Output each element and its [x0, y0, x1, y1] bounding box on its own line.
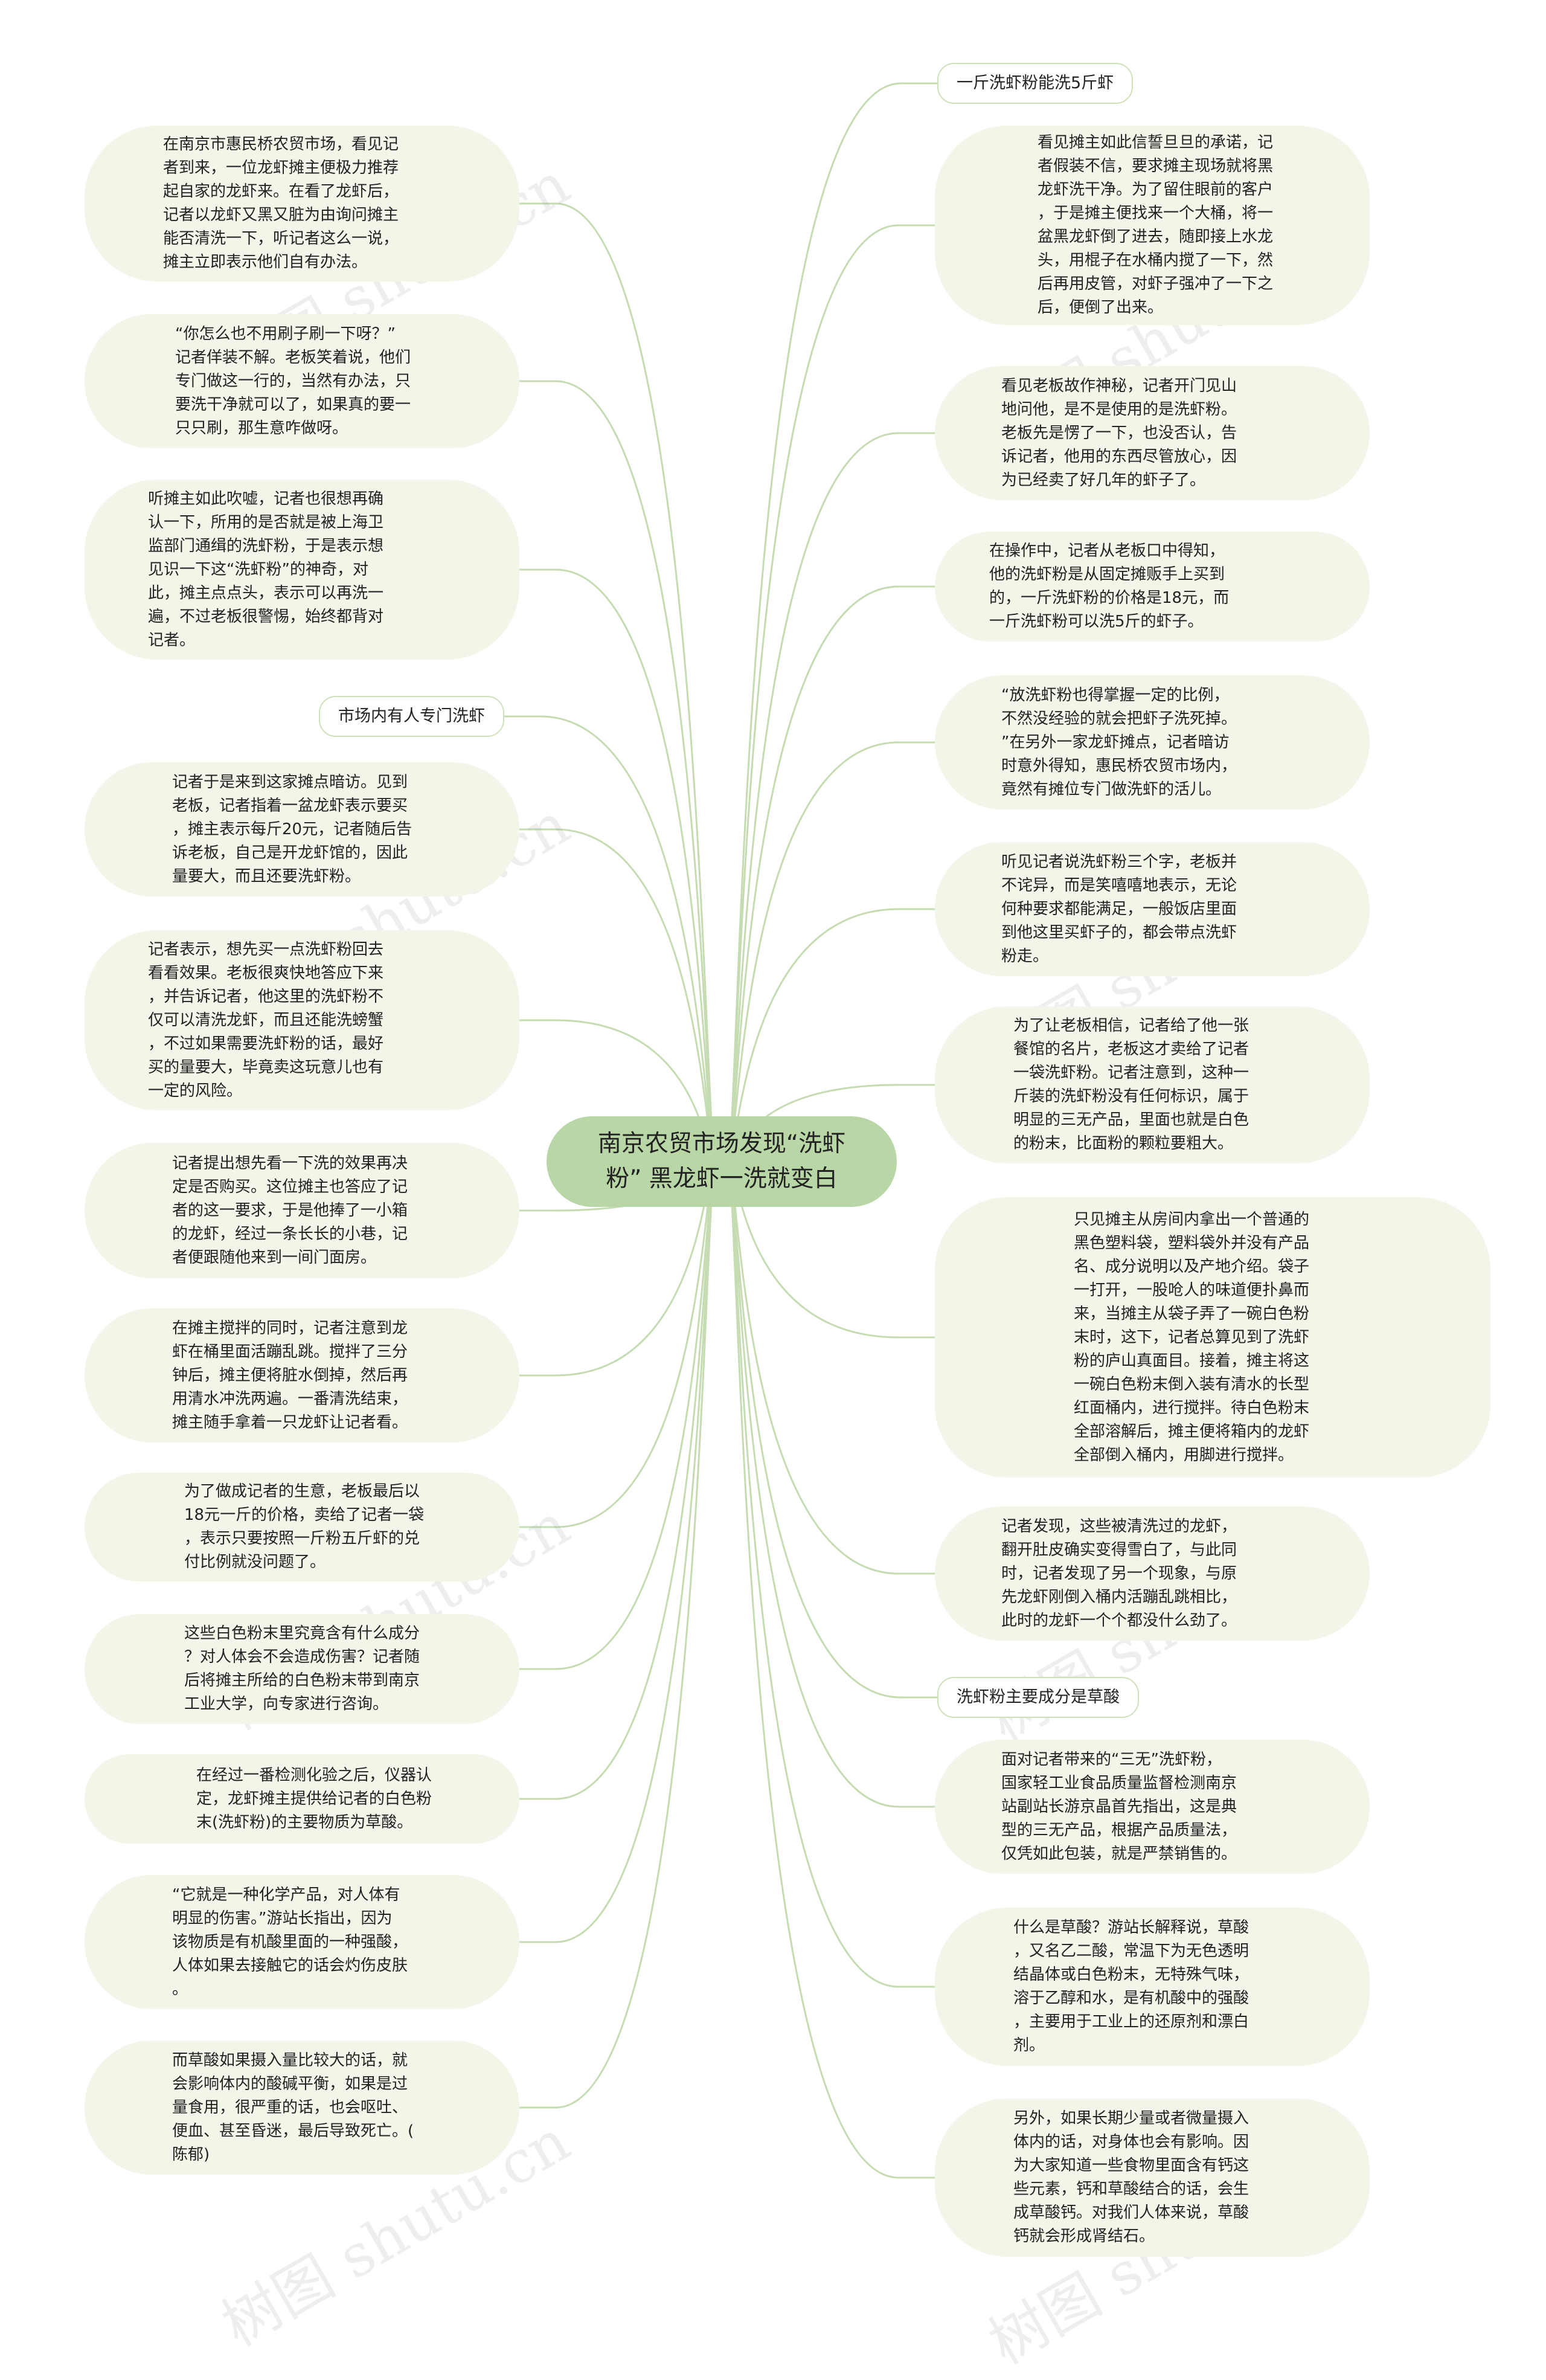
topic-node-right-6[interactable]: 为了让老板相信，记者给了他一张 餐馆的名片，老板这才卖给了记者 一袋洗虾粉。记者…: [935, 1006, 1370, 1163]
connector-line: [726, 82, 937, 1163]
connector-line: [726, 585, 935, 1163]
connector-line: [519, 828, 717, 1163]
connector-line: [519, 202, 717, 1163]
root-topic[interactable]: 南京农贸市场发现“洗虾 粉” 黑龙虾一洗就变白: [547, 1116, 897, 1207]
topic-node-left-11[interactable]: “它就是一种化学产品，对人体有 明显的伤害。”游站长指出，因为 该物质是有机酸里…: [85, 1875, 519, 2009]
connector-line: [726, 1160, 935, 1808]
topic-node-right-5[interactable]: 听见记者说洗虾粉三个字，老板并 不诧异，而是笑嘻嘻地表示，无论 何种要求都能满足…: [935, 842, 1370, 976]
label-oxalic-acid[interactable]: 洗虾粉主要成分是草酸: [937, 1677, 1139, 1718]
topic-node-left-3[interactable]: 听摊主如此吹嘘，记者也很想再确 认一下，所用的是否就是被上海卫 监部门通缉的洗虾…: [85, 480, 519, 660]
topic-node-left-1[interactable]: 在南京市惠民桥农贸市场，看见记 者到来，一位龙虾摊主便极力推荐 起自家的龙虾来。…: [85, 126, 519, 281]
topic-node-right-10[interactable]: 什么是草酸？游站长解释说，草酸 ，又名乙二酸，常温下为无色透明 结晶体或白色粉末…: [935, 1908, 1370, 2066]
topic-node-right-4[interactable]: “放洗虾粉也得掌握一定的比例， 不然没经验的就会把虾子洗死掉。 ”在另外一家龙虾…: [935, 675, 1370, 809]
topic-node-right-7[interactable]: 只见摊主从房间内拿出一个普通的 黑色塑料袋，塑料袋外并没有产品 名、成分说明以及…: [935, 1197, 1490, 1478]
connector-line: [726, 224, 935, 1163]
topic-node-left-5[interactable]: 记者表示，想先买一点洗虾粉回去 看看效果。老板很爽快地答应下来 ，并告诉记者，他…: [85, 930, 519, 1110]
label-wash-ratio[interactable]: 一斤洗虾粉能洗5斤虾: [937, 63, 1134, 104]
topic-node-right-2[interactable]: 看见老板故作神秘，记者开门见山 地问他，是不是使用的是洗虾粉。 老板先是愣了一下…: [935, 366, 1370, 500]
label-market-washing[interactable]: 市场内有人专门洗虾: [319, 696, 504, 737]
connector-line: [726, 1160, 935, 1575]
topic-node-left-7[interactable]: 在摊主搅拌的同时，记者注意到龙 虾在桶里面活蹦乱跳。搅拌了三分 钟后，摊主便将脏…: [85, 1308, 519, 1442]
connector-line: [519, 1160, 717, 1800]
connector-line: [726, 432, 935, 1163]
connector-line: [519, 380, 717, 1163]
topic-node-left-10[interactable]: 在经过一番检测化验之后，仪器认 定，龙虾摊主提供给记者的白色粉 末(洗虾粉)的主…: [85, 1754, 519, 1844]
topic-node-right-11[interactable]: 另外，如果长期少量或者微量摄入 体内的话，对身体也会有影响。因 为大家知道一些食…: [935, 2099, 1370, 2257]
topic-node-right-3[interactable]: 在操作中，记者从老板口中得知， 他的洗虾粉是从固定摊贩手上买到 的，一斤洗虾粉的…: [935, 532, 1370, 642]
topic-node-left-12[interactable]: 而草酸如果摄入量比较大的话，就 会影响体内的酸碱平衡，如果是过 量食用，很严重的…: [85, 2041, 519, 2175]
topic-node-left-8[interactable]: 为了做成记者的生意，老板最后以 18元一斤的价格，卖给了记者一袋 ，表示只要按照…: [85, 1473, 519, 1581]
connector-line: [726, 1160, 935, 2179]
topic-node-left-9[interactable]: 这些白色粉末里究竟含有什么成分 ？对人体会不会造成伤害？记者随 后将摊主所给的白…: [85, 1614, 519, 1724]
connector-line: [726, 1160, 937, 1699]
connector-line: [519, 1160, 717, 1528]
topic-node-right-8[interactable]: 记者发现，这些被清洗过的龙虾， 翻开肚皮确实变得雪白了，与此同 时，记者发现了另…: [935, 1507, 1370, 1641]
topic-node-left-4[interactable]: 记者于是来到这家摊点暗访。见到 老板，记者指着一盆龙虾表示要买 ，摊主表示每斤2…: [85, 762, 519, 896]
topic-node-left-6[interactable]: 记者提出想先看一下洗的效果再决 定是否购买。这位摊主也答应了记 者的这一要求，于…: [85, 1143, 519, 1278]
connector-line: [519, 1160, 717, 2109]
mind-map-canvas: 树图 shutu.cn 树图 shutu.cn 树图 shutu.cn 树图 s…: [85, 63, 1490, 2378]
topic-node-right-9[interactable]: 面对记者带来的“三无”洗虾粉， 国家轻工业食品质量监督检测南京 站副站长游京晶首…: [935, 1740, 1370, 1874]
connector-line: [726, 741, 935, 1163]
topic-node-left-2[interactable]: “你怎么也不用刷子刷一下呀？” 记者佯装不解。老板笑着说，他们 专门做这一行的，…: [85, 314, 519, 448]
topic-node-right-1[interactable]: 看见摊主如此信誓旦旦的承诺，记 者假装不信，要求摊主现场就将黑 龙虾洗干净。为了…: [935, 126, 1370, 325]
connector-line: [519, 1160, 717, 1670]
